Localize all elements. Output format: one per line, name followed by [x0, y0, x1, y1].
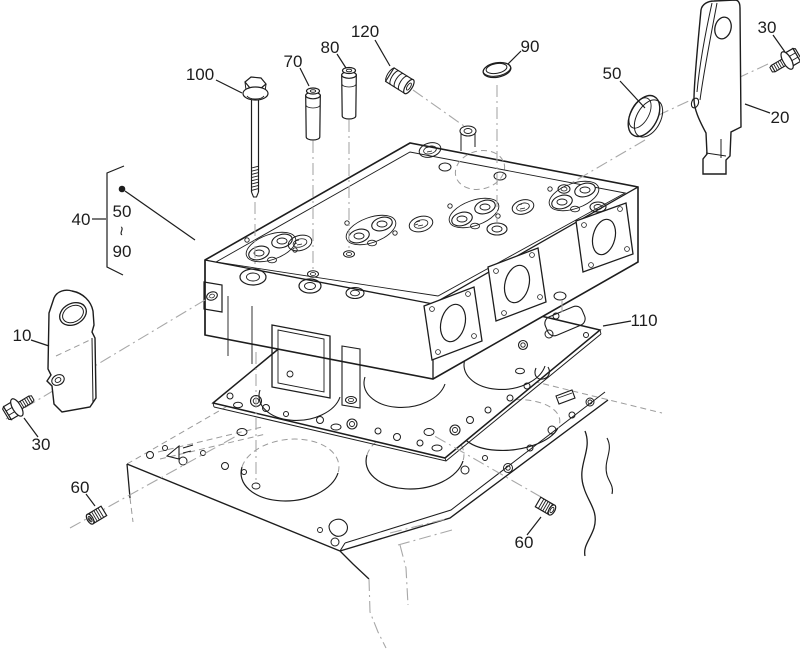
callout-group-50: 50 [113, 202, 132, 221]
stud-bosses [287, 142, 535, 252]
intake-port-flange-2 [487, 247, 547, 322]
taper-plug-right [534, 496, 557, 516]
group-callout-40 [92, 165, 196, 276]
lifting-bracket-left [46, 289, 97, 413]
callout-50: 50 [603, 64, 622, 83]
exhaust-port-flange [575, 202, 634, 273]
cylinder-head-bolt [242, 76, 269, 198]
leader-lines [23, 34, 786, 536]
callout-group-tilde: ~ [112, 226, 131, 236]
valve-port-cluster-2 [344, 214, 398, 247]
callout-20: 20 [771, 108, 790, 127]
flange-bolt-left [2, 395, 35, 421]
intake-port-flange-1 [423, 286, 483, 361]
taper-plug-left [85, 505, 108, 525]
callout-10: 10 [13, 326, 32, 345]
callout-70: 70 [284, 52, 303, 71]
callout-100: 100 [186, 65, 214, 84]
cup-plug [627, 94, 664, 138]
callout-labels: 100 70 80 120 90 50 30 20 110 40 50 ~ 90… [13, 18, 790, 552]
callout-30-left: 30 [32, 435, 51, 454]
valve-port-cluster-1 [244, 231, 298, 264]
valve-port-cluster-3 [447, 197, 501, 230]
callout-110: 110 [630, 311, 657, 330]
callout-group-90: 90 [113, 242, 132, 261]
sealing-cap [482, 61, 512, 79]
plug-120-boss [459, 125, 477, 151]
threaded-plug [384, 67, 415, 95]
bracket-right [690, 0, 742, 175]
callout-30-right: 30 [758, 18, 777, 37]
callout-40: 40 [72, 210, 91, 229]
flange-bolt-right [769, 47, 800, 73]
callout-120: 120 [351, 22, 379, 41]
group-leader-dot [118, 185, 126, 193]
valve-guide-rear [341, 66, 357, 120]
callout-80: 80 [321, 38, 340, 57]
callout-60-left: 60 [71, 478, 90, 497]
callout-60-right: 60 [515, 533, 534, 552]
deck-stamp-mark [165, 444, 194, 460]
valve-guide-front [305, 87, 321, 141]
valve-port-cluster-4 [547, 180, 600, 213]
callout-90: 90 [521, 37, 540, 56]
